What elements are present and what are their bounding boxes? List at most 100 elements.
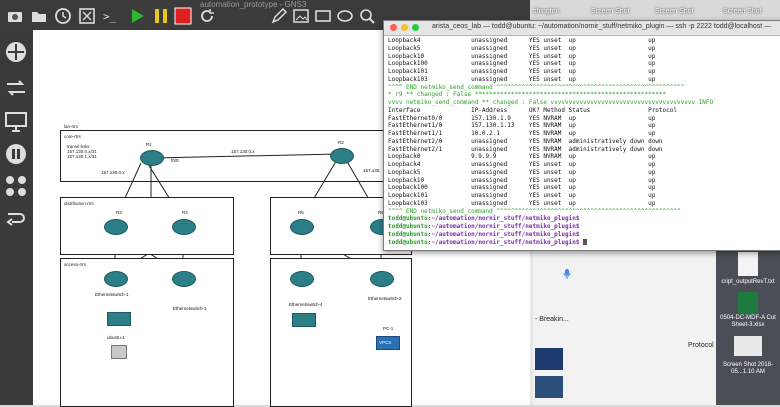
console-icon[interactable]: >_ bbox=[102, 7, 120, 25]
stop-icon[interactable] bbox=[174, 7, 192, 25]
add-link-icon[interactable] bbox=[4, 206, 28, 230]
router-r4[interactable] bbox=[172, 219, 196, 235]
desktop-item-2[interactable]: 0504-DC-MDF-A Cut Sheet-3.xlsx bbox=[720, 315, 776, 328]
router-r5[interactable] bbox=[290, 219, 314, 235]
image-icon[interactable] bbox=[292, 7, 310, 25]
terminal-line: Loopback4 unassigned YES unset up up bbox=[388, 37, 656, 44]
vpcs-label: VPCS bbox=[379, 340, 392, 345]
link-label-r1-net: 157.130.0.x bbox=[101, 170, 125, 175]
prompt-path: :~/automation/nornir_stuff/netmiko_plugi… bbox=[427, 223, 580, 230]
switch-4-label: Ethernetswitch-4 bbox=[289, 302, 323, 307]
terminal-output[interactable]: Loopback4 unassigned YES unset up up Loop… bbox=[388, 37, 778, 247]
maximize-icon[interactable] bbox=[412, 24, 419, 31]
terminal-line: Loopback101 unassigned YES unset up up bbox=[388, 68, 656, 75]
terminal-line: FastEthernet2/0 unassigned YES NVRAM adm… bbox=[388, 137, 663, 145]
browser-label: Protocol bbox=[688, 342, 714, 349]
terminal-line: FastEthernet0/0 157.130.1.9 YES NVRAM up… bbox=[388, 114, 656, 122]
routers-icon[interactable] bbox=[4, 40, 28, 64]
terminal-line: Loopback103 unassigned YES unset up up bbox=[388, 199, 656, 207]
desktop: cript_outputRevT.txt 0504-DC-MDF-A Cut S… bbox=[716, 248, 780, 405]
prompt-user: todd@ubuntu bbox=[388, 215, 428, 223]
access-router-4[interactable] bbox=[370, 271, 394, 287]
ellipse-icon[interactable] bbox=[336, 7, 354, 25]
pause-icon[interactable] bbox=[152, 7, 170, 25]
prompt-path: :~/automation/nornir_stuff/netmiko_plugi… bbox=[427, 215, 580, 223]
reload-icon[interactable] bbox=[198, 7, 216, 25]
access-router-2[interactable] bbox=[172, 271, 196, 287]
switches-icon[interactable] bbox=[4, 76, 28, 100]
ubuntu-host[interactable] bbox=[111, 345, 127, 359]
router-r3[interactable] bbox=[104, 219, 128, 235]
end-devices-icon[interactable] bbox=[4, 110, 28, 134]
news-headline[interactable]: - Breakin... bbox=[535, 316, 569, 323]
google-mic-icon[interactable] bbox=[563, 266, 571, 279]
access-group-left bbox=[60, 258, 234, 407]
router-r1[interactable] bbox=[140, 150, 164, 166]
terminal-line: Loopback10 unassigned YES unset up up bbox=[388, 176, 656, 184]
terminal-line: * r9 ** changed : False ****************… bbox=[388, 91, 667, 99]
svg-text:>_: >_ bbox=[103, 10, 117, 23]
clock-icon[interactable] bbox=[54, 7, 72, 25]
terminal-line: Loopback0 9.9.9.9 YES NVRAM up up bbox=[388, 153, 656, 161]
terminal-prompt: todd@ubuntu:~/automation/nornir_stuff/ne… bbox=[388, 231, 778, 239]
terminal-line: Interface IP-Address OK? Method Status P… bbox=[388, 106, 677, 114]
show-interfaces-icon[interactable] bbox=[78, 7, 96, 25]
terminal-line: Loopback5 unassigned YES unset up up bbox=[388, 168, 656, 176]
pc-1-label: PC-1 bbox=[383, 326, 394, 331]
terminal-line: ^^^^ END netmiko_send_command ^^^^^^^^^^… bbox=[388, 207, 681, 215]
terminal-titlebar[interactable]: arista_ceos_lab — todd@ubuntu: ~/automat… bbox=[384, 21, 780, 36]
switch-3-label: Ethernetswitch-3 bbox=[173, 306, 207, 311]
minimize-icon[interactable] bbox=[401, 24, 408, 31]
router-r2-label: R2 bbox=[338, 140, 344, 145]
prompt-path: :~/automation/nornir_stuff/netmiko_plugi… bbox=[427, 230, 580, 238]
bg-tab-2[interactable]: Screen Shot bbox=[591, 8, 630, 15]
ethernet-switch-1[interactable] bbox=[107, 312, 131, 326]
desktop-item-3[interactable]: Screen Shot 2018-05...1.10 AM bbox=[722, 362, 774, 375]
legend-line-1: transit links bbox=[67, 144, 90, 149]
desktop-item-1[interactable]: cript_outputRevT.txt bbox=[721, 279, 775, 285]
terminal-window[interactable]: arista_ceos_lab — todd@ubuntu: ~/automat… bbox=[383, 20, 780, 251]
bg-tab-1[interactable]: shington bbox=[533, 8, 560, 15]
bg-tab-3[interactable]: Screen Shot bbox=[655, 8, 694, 15]
router-r6-label: R6 bbox=[378, 210, 384, 215]
access-router-1[interactable] bbox=[104, 271, 128, 287]
access-router-3[interactable] bbox=[290, 271, 314, 287]
device-sidebar bbox=[0, 30, 33, 405]
folder-icon[interactable] bbox=[30, 7, 48, 25]
ethernet-switch-4[interactable] bbox=[292, 313, 316, 327]
terminal-line: Loopback100 unassigned YES unset up up bbox=[388, 184, 656, 192]
link-label-r2-net: 157.130. bbox=[363, 168, 381, 173]
group-label-distribution: distribution-rtrs bbox=[64, 201, 94, 206]
vpcs-host[interactable]: VPCS bbox=[376, 336, 400, 350]
news-thumbnail-2[interactable] bbox=[535, 376, 563, 398]
terminal-prompt: todd@ubuntu:~/automation/nornir_stuff/ne… bbox=[388, 239, 778, 247]
security-icon[interactable] bbox=[4, 142, 28, 166]
legend-line-3: 157.130.1.x/31 bbox=[67, 154, 97, 159]
group-label-access: access-rtrs bbox=[64, 262, 87, 267]
screenshot-file-icon[interactable] bbox=[734, 336, 762, 356]
group-label-lan: lan-rtrs bbox=[64, 124, 79, 129]
window-title: automation_prototype - GNS3 bbox=[200, 0, 307, 9]
router-r2[interactable] bbox=[330, 148, 354, 164]
news-thumbnail-1[interactable] bbox=[535, 348, 563, 370]
terminal-prompt: todd@ubuntu:~/automation/nornir_stuff/ne… bbox=[388, 215, 778, 223]
txt-file-icon[interactable] bbox=[738, 252, 758, 276]
terminal-line: FastEthernet1/1 10.0.2.1 YES NVRAM up up bbox=[388, 130, 656, 137]
rectangle-icon[interactable] bbox=[314, 7, 332, 25]
zoom-in-icon[interactable] bbox=[358, 7, 376, 25]
terminal-line: Loopback100 unassigned YES unset up up bbox=[388, 60, 656, 68]
terminal-line: FastEthernet2/1 unassigned YES NVRAM adm… bbox=[388, 145, 663, 153]
background-browser: - Breakin... Protocol bbox=[533, 248, 716, 405]
legend-line-2: 157.130.0.x/31 bbox=[67, 149, 97, 154]
distribution-group-left bbox=[60, 197, 234, 255]
bg-tab-4[interactable]: Screen Shot bbox=[723, 8, 762, 15]
note-icon[interactable] bbox=[270, 7, 288, 25]
xlsx-file-icon[interactable] bbox=[738, 292, 758, 314]
all-devices-icon[interactable] bbox=[4, 174, 28, 198]
terminal-line: ^^^^ END netmiko_send_command ^^^^^^^^^^… bbox=[388, 83, 685, 91]
snapshot-icon[interactable] bbox=[6, 7, 24, 25]
close-icon[interactable] bbox=[390, 24, 397, 31]
gns3-toolbar: >_ automation_prototype - GNS3 bbox=[0, 0, 530, 30]
link-label-f0: f0/0 bbox=[171, 158, 179, 163]
start-icon[interactable] bbox=[128, 7, 146, 25]
